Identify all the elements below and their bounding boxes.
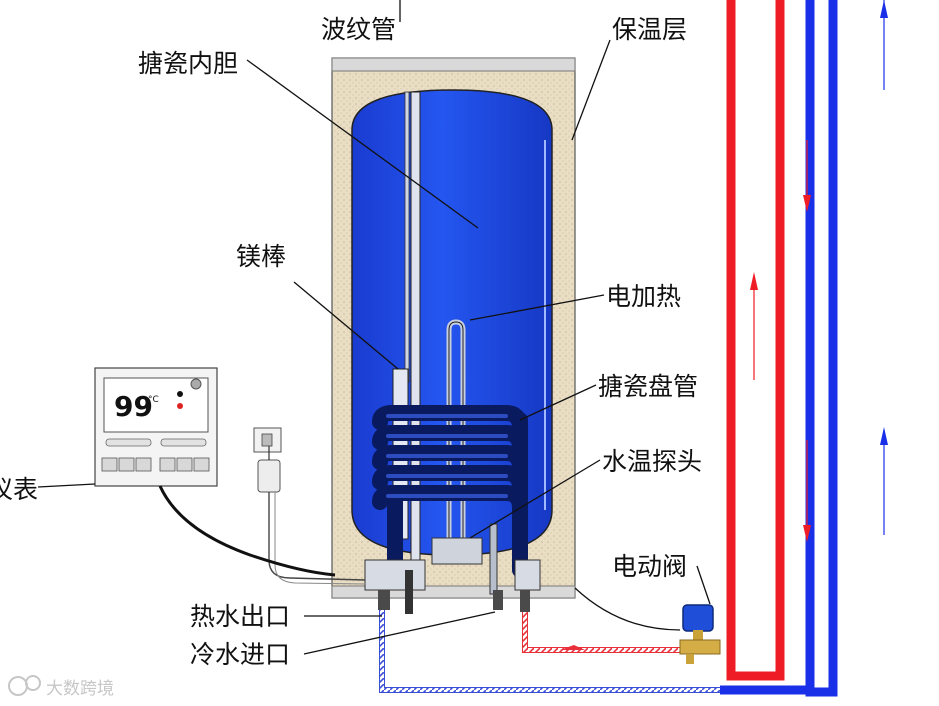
controller-meter: 99 °C — [94, 367, 218, 487]
label-insulation: 保温层 — [612, 15, 687, 44]
controller-unit: °C — [148, 395, 159, 405]
leader-lines — [37, 0, 711, 655]
label-temperature-probe: 水温探头 — [602, 447, 702, 476]
watermark-logo-icon — [8, 676, 28, 696]
circulation-pipes — [720, 0, 838, 697]
label-enamel-coil: 搪瓷盘管 — [598, 372, 698, 401]
labels: 波纹管 搪瓷内胆 保温层 镁棒 电加热 搪瓷盘管 水温探头 仪表 电动阀 热水出… — [0, 15, 702, 669]
controller-temperature: 99 — [114, 390, 153, 423]
label-cold-water-inlet: 冷水进口 — [190, 640, 290, 669]
label-magnesium-rod: 镁棒 — [236, 242, 286, 271]
controller-indicator-icon — [190, 378, 202, 390]
label-corrugated-pipe: 波纹管 — [321, 15, 396, 44]
electric-heater-element — [446, 319, 466, 540]
label-electric-heater: 电加热 — [606, 282, 681, 311]
watermark: 大数跨境 — [8, 675, 114, 699]
controller-cable — [158, 485, 336, 577]
electric-valve — [679, 604, 721, 664]
cold-pipe — [805, 0, 838, 697]
flow-arrows — [750, 0, 888, 542]
enamel-coil — [372, 405, 528, 578]
watermark-text: 大数跨境 — [46, 679, 114, 699]
braided-hoses — [379, 610, 720, 693]
label-hot-water-outlet: 热水出口 — [190, 602, 290, 631]
label-enamel-tank: 搪瓷内胆 — [138, 49, 238, 78]
controller-keypad — [101, 457, 210, 472]
label-electric-valve: 电动阀 — [612, 552, 687, 581]
bottom-fittings — [364, 559, 541, 614]
label-controller-meter: 仪表 — [0, 475, 38, 504]
temperature-probe — [431, 523, 498, 595]
